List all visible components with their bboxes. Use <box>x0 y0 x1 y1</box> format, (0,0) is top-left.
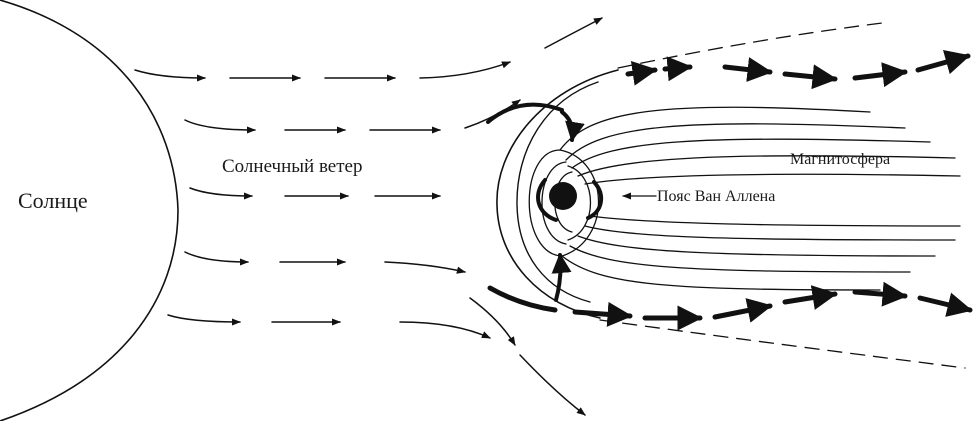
flow-arrows-upper <box>625 50 971 90</box>
van-allen-belt <box>536 178 604 222</box>
magnetopause-boundary <box>496 21 966 369</box>
flow-arrows-lower <box>487 281 973 331</box>
dipole-loops <box>528 149 600 257</box>
magnetotail-field-lines <box>559 106 961 291</box>
magnetosphere-label: Магнитосфера <box>790 151 890 168</box>
sun-label: Солнце <box>18 188 88 213</box>
earth <box>549 182 577 210</box>
solar-wind-label: Солнечный ветер <box>222 156 362 177</box>
sun-disk <box>0 0 179 421</box>
solar-wind-arrows <box>134 17 603 416</box>
van-allen-label: Пояс Ван Аллена <box>657 188 775 205</box>
